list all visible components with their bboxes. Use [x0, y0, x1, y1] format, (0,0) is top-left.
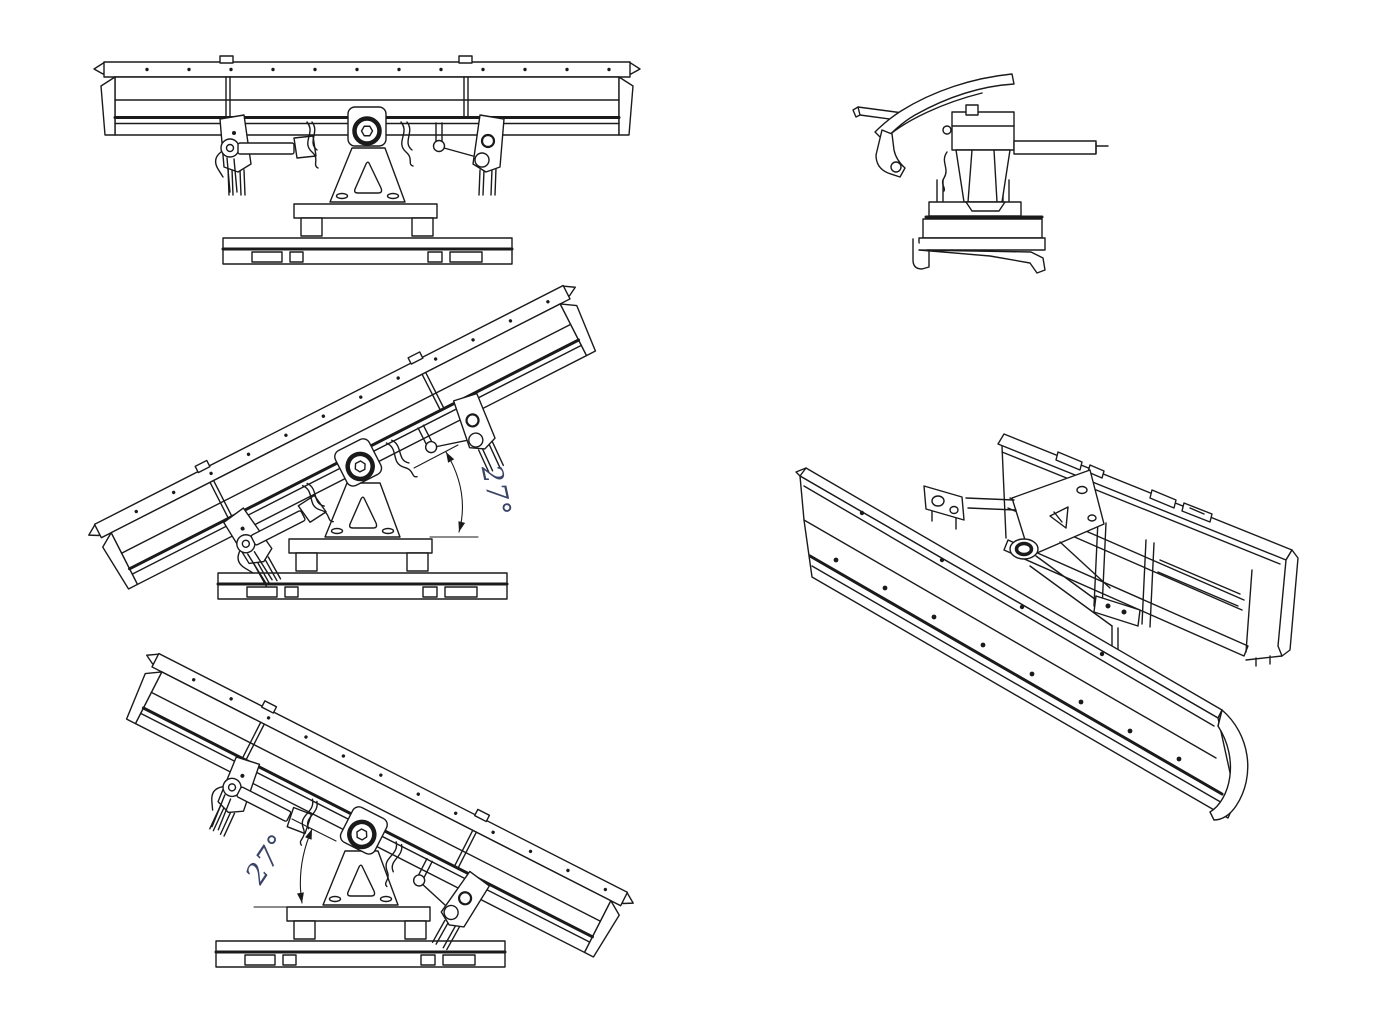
angle-label-top: 27°	[474, 461, 517, 520]
view-side-profile	[852, 73, 1109, 274]
view-isometric	[795, 433, 1299, 821]
angle-dimension-bottom: 27°	[238, 818, 337, 908]
view-front-angled-ccw: 27°	[83, 276, 633, 648]
view-front-straight	[94, 56, 640, 266]
angle-label-bottom: 27°	[238, 828, 295, 891]
view-front-angled-cw: 27°	[90, 644, 640, 1016]
mount-frame	[221, 146, 514, 266]
angle-dimension-top: 27°	[413, 444, 518, 538]
